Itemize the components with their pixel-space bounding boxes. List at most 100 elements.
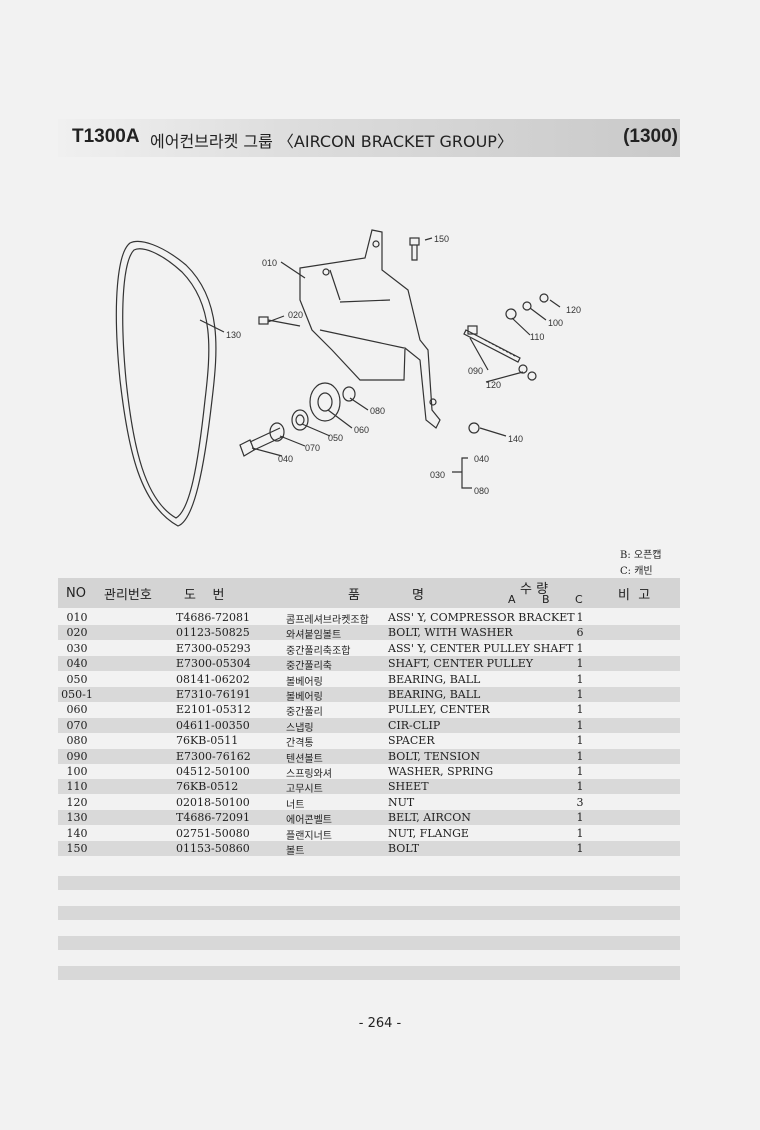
empty-row-band [58, 936, 680, 950]
row-no: 010 [66, 611, 88, 624]
row-english-name: BOLT, TENSION [388, 749, 480, 763]
row-part-number: 02751-50080 [176, 826, 250, 840]
row-korean-name: 볼베어링 [286, 692, 323, 703]
row-no: 150 [66, 842, 88, 855]
row-quantity: 1 [576, 703, 584, 717]
row-english-name: SHAFT, CENTER PULLEY [388, 657, 534, 671]
row-english-name: NUT, FLANGE [388, 826, 469, 840]
row-english-name: BEARING, BALL [388, 672, 481, 686]
legend-b: B: 오픈캡 [620, 550, 662, 561]
row-english-name: ASS' Y, CENTER PULLEY SHAFT [388, 641, 574, 655]
row-quantity: 1 [576, 780, 584, 794]
row-korean-name: 중간풀리축조합 [286, 645, 351, 657]
row-quantity: 1 [576, 672, 584, 686]
row-no: 140 [66, 826, 88, 840]
row-quantity: 1 [576, 657, 584, 671]
callout-070: 070 [305, 443, 320, 453]
title-bar [58, 119, 680, 157]
header-mgmt: 관리번호 [104, 588, 152, 603]
header-drawing: 도 번 [184, 588, 225, 603]
row-quantity: 1 [576, 826, 584, 840]
callout-060: 060 [354, 425, 369, 435]
row-part-number: 01123-50825 [176, 626, 250, 640]
row-no: 050 [66, 672, 88, 686]
table-row: 140 02751-50080 플랜지너트 NUT, FLANGE 1 [58, 826, 680, 842]
row-korean-name: 너트 [286, 799, 305, 811]
row-no: 070 [66, 718, 88, 732]
row-no: 020 [66, 626, 88, 640]
row-korean-name: 플랜지너트 [286, 830, 332, 842]
row-no: 060 [66, 703, 88, 717]
row-part-number: 02018-50100 [176, 795, 250, 809]
row-no: 130 [66, 811, 88, 825]
callout-150: 150 [434, 234, 449, 244]
row-part-number: E7310-76191 [176, 688, 251, 701]
header-no: NO [66, 586, 86, 601]
row-no: 090 [66, 749, 88, 763]
row-quantity: 1 [576, 749, 584, 763]
row-quantity: 1 [576, 641, 584, 655]
callout-080: 080 [370, 406, 385, 416]
row-english-name: BEARING, BALL [388, 688, 481, 701]
row-quantity: 3 [576, 795, 584, 809]
row-korean-name: 고무시트 [286, 784, 323, 796]
callout-080b: 080 [474, 486, 489, 496]
row-korean-name: 간격통 [286, 738, 314, 750]
row-part-number: E7300-05293 [176, 641, 251, 655]
group-code: T1300A [72, 126, 140, 147]
row-quantity: 1 [576, 734, 584, 748]
header-qty: 수 량 [520, 582, 549, 597]
row-korean-name: 볼베어링 [286, 676, 323, 688]
callout-120b: 120 [486, 380, 501, 390]
row-korean-name: 와셔붙임볼트 [286, 630, 342, 642]
callout-040: 040 [278, 454, 293, 464]
callout-120: 120 [566, 305, 581, 315]
empty-row-band [58, 876, 680, 890]
header-name1: 품 [348, 588, 360, 603]
row-korean-name: 콤프레셔브라켓조합 [286, 615, 369, 626]
header-qty-c: C [575, 593, 583, 606]
row-korean-name: 스프링와셔 [286, 769, 332, 780]
callout-020: 020 [288, 310, 303, 320]
row-quantity: 1 [576, 611, 584, 624]
row-no: 080 [66, 734, 88, 748]
group-title: 에어컨브라켓 그룹 〈AIRCON BRACKET GROUP〉 [150, 132, 513, 151]
callout-030: 030 [430, 470, 445, 480]
row-english-name: PULLEY, CENTER [388, 703, 490, 717]
row-english-name: BOLT [388, 842, 420, 855]
row-part-number: 04512-50100 [176, 765, 250, 778]
callout-100: 100 [548, 318, 563, 328]
row-no: 110 [66, 780, 88, 794]
callout-090: 090 [468, 366, 483, 376]
empty-row-band [58, 906, 680, 920]
row-english-name: BOLT, WITH WASHER [388, 626, 513, 640]
table-header: NO 관리번호 도 번 품 명 수 량 A B C 비 고 [58, 578, 680, 608]
row-korean-name: 볼트 [286, 846, 305, 857]
callout-040b: 040 [474, 454, 489, 464]
row-no: 120 [66, 795, 88, 809]
row-english-name: WASHER, SPRING [388, 765, 494, 778]
callout-130: 130 [226, 330, 241, 340]
row-quantity: 1 [576, 718, 584, 732]
row-english-name: SPACER [388, 734, 435, 748]
row-part-number: E2101-05312 [176, 703, 251, 717]
row-korean-name: 에어콘벨트 [286, 815, 332, 827]
row-part-number: 76KB-0512 [176, 780, 239, 794]
parts-diagram: 150 010 020 130 120 100 110 090 120 080 … [115, 229, 581, 527]
row-part-number: 04611-00350 [176, 718, 250, 732]
callout-010: 010 [262, 258, 277, 268]
header-qty-b: B [542, 593, 550, 606]
row-part-number: E7300-76162 [176, 749, 251, 763]
row-quantity: 1 [576, 765, 584, 778]
